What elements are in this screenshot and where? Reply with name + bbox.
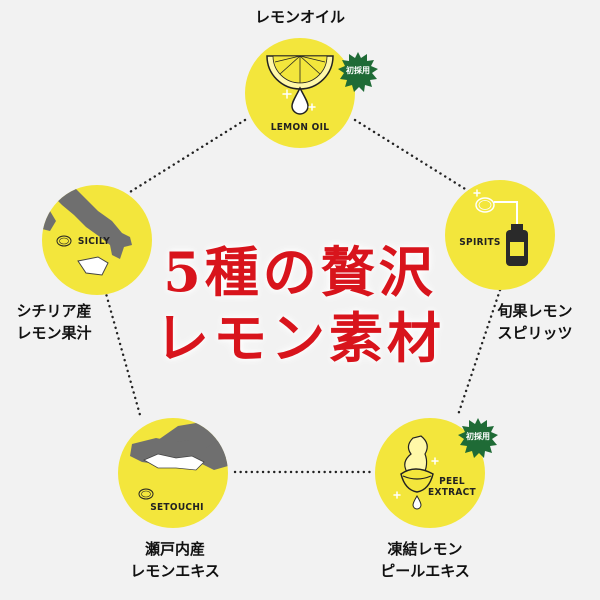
connector-spirits-peel [456, 288, 502, 417]
italy-map-icon [42, 185, 132, 276]
lemon-oil-caption-text: レモンオイル [254, 8, 345, 26]
setouchi-label: SETOUCHI [150, 502, 204, 513]
spirits-caption-line2: スピリッツ [497, 324, 573, 342]
lemon-bottle-icon [473, 189, 528, 266]
sicily-circle: SICILY [42, 185, 152, 295]
setouchi-caption-line1: 瀬戸内産 [144, 540, 205, 558]
peel-extract-new-badge: 初採用 [458, 418, 498, 458]
spirits-label: SPIRITS [459, 237, 501, 248]
setouchi-caption-line2: レモンエキス [130, 562, 220, 580]
starburst-badge-icon [338, 52, 378, 92]
headline-line1: 5種の贅沢 [163, 240, 437, 304]
spirits-caption: 旬果レモン スピリッツ [480, 300, 590, 344]
connector-sicily-setouchi [103, 288, 142, 417]
sicily-caption-line1: シチリア産 [16, 302, 92, 320]
starburst-badge-icon [458, 418, 498, 458]
lemon-oil-label: LEMON OIL [270, 122, 330, 133]
peel-extract-label-line1: PEEL [439, 476, 465, 487]
headline-line2: レモン素材 [155, 306, 445, 370]
connector-oil-spirits [353, 118, 472, 194]
lemon-peel-icon [393, 435, 439, 510]
peel-extract-caption-line2: ピールエキス [380, 562, 470, 580]
lemon-slice-drop-icon [266, 55, 334, 115]
peel-extract-badge-text: 初採用 [466, 432, 490, 441]
lemon-oil-new-badge: 初採用 [338, 52, 378, 92]
peel-extract-caption: 凍結レモン ピールエキス [355, 538, 495, 582]
japan-map-icon [130, 418, 228, 500]
connector-oil-sicily [128, 118, 247, 194]
spirits-caption-line1: 旬果レモン [497, 302, 573, 320]
peel-extract-label: PEEL EXTRACT [419, 476, 485, 498]
peel-extract-label-line2: EXTRACT [428, 487, 476, 498]
sicily-label: SICILY [77, 236, 111, 247]
peel-extract-caption-line1: 凍結レモン [387, 540, 463, 558]
lemon-oil-caption: レモンオイル [220, 6, 380, 28]
lemon-oil-circle: LEMON OIL [245, 38, 355, 148]
setouchi-caption: 瀬戸内産 レモンエキス [105, 538, 245, 582]
lemon-oil-badge-text: 初採用 [346, 66, 370, 75]
sicily-caption-line2: レモン果汁 [16, 324, 92, 342]
setouchi-circle: SETOUCHI [118, 418, 228, 528]
spirits-circle: SPIRITS [445, 180, 555, 290]
sicily-caption: シチリア産 レモン果汁 [4, 300, 104, 344]
